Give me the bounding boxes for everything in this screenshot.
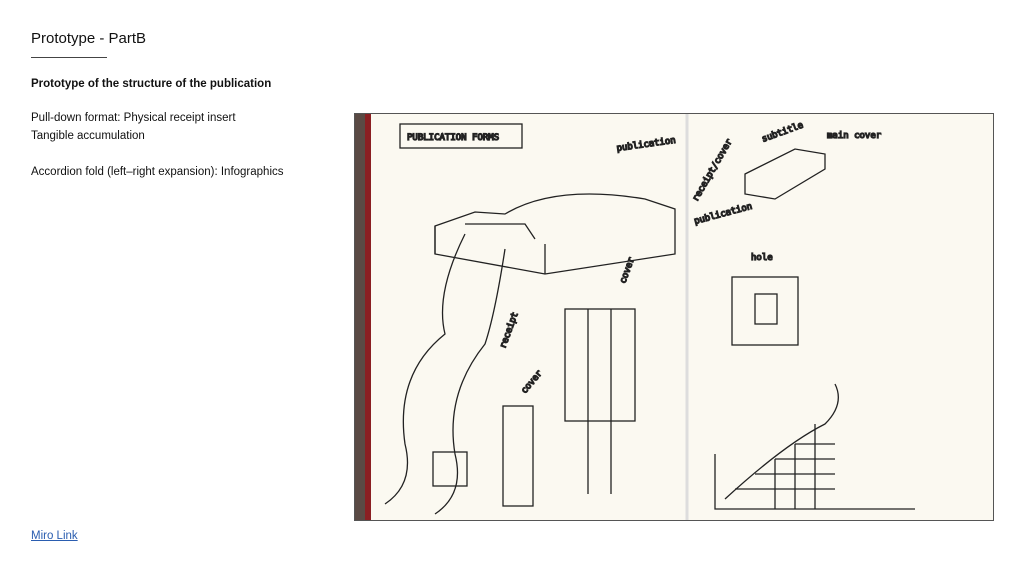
body-line-1: Pull-down format: Physical receipt inser… bbox=[31, 112, 236, 124]
body-line-2: Tangible accumulation bbox=[31, 130, 145, 142]
sketch-label-receipt: receipt bbox=[498, 311, 520, 350]
miro-link[interactable]: Miro Link bbox=[31, 530, 78, 542]
sketch-label-hole: hole bbox=[751, 253, 773, 263]
slide-title: Prototype - PartB bbox=[31, 30, 147, 47]
title-underline bbox=[31, 57, 107, 58]
sketch-label-publication-small: publication bbox=[693, 202, 753, 227]
sketch-label-cover: cover bbox=[618, 256, 637, 285]
sketch-label-subtitle: subtitle bbox=[761, 121, 805, 145]
sketch-label-cover-small: cover bbox=[520, 368, 545, 396]
body-line-3: Accordion fold (left–right expansion): I… bbox=[31, 166, 284, 178]
sketch-label-publication: publication bbox=[616, 136, 676, 154]
sketch-label-heading: PUBLICATION FORMS bbox=[407, 133, 499, 143]
sketch-image: PUBLICATION FORMS publication cover rece… bbox=[354, 113, 994, 521]
sketch-label-receipt-cover: receipt/cover bbox=[691, 137, 735, 204]
sketch-label-main-cover: main cover bbox=[827, 131, 882, 141]
slide-subtitle: Prototype of the structure of the public… bbox=[31, 78, 272, 90]
